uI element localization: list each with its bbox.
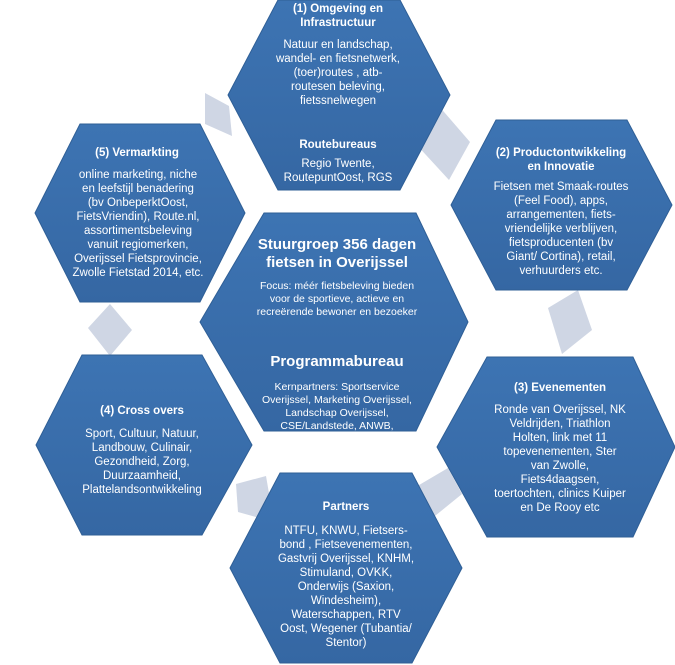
center-title: Stuurgroep 356 dagen fietsen in Overijss…	[257, 236, 417, 271]
connector-2-3	[548, 290, 592, 354]
hex5-title: (5) Vermarkting	[95, 147, 179, 159]
center-focus: Focus: méér fietsbeleving bieden voor de…	[256, 280, 418, 318]
hex3-title: (3) Evenementen	[513, 382, 607, 394]
connector-4-5	[88, 304, 132, 356]
hex4-body: Sport, Cultuur, Natuur, Landbouw, Culina…	[82, 428, 202, 496]
hexagon-center	[199, 212, 469, 432]
center-programme-title: Programmabureau	[270, 353, 404, 370]
hexagon-evenementen	[436, 356, 675, 538]
hex1-title: (1) Omgeving en Infrastructuur	[292, 3, 384, 29]
hex2-title: (2) Productontwikkeling en Innovatie	[495, 147, 627, 173]
hexagon-cross-overs	[35, 354, 253, 536]
hex1-sub-body: Regio Twente, RoutepuntOost, RGS	[283, 158, 393, 184]
hex4-title: (4) Cross overs	[100, 405, 184, 417]
hexagon-partners	[229, 472, 463, 664]
hex5-body: online marketing, niche en leefstijl ben…	[72, 169, 204, 279]
hexagon-vermarkting	[34, 123, 246, 303]
connector-5-1	[205, 93, 232, 136]
partners-title: Partners	[322, 501, 370, 513]
partners-body: NTFU, KNWU, Fietsers- bond , Fietsevenem…	[277, 525, 415, 649]
hex1-body: Natuur en landschap, wandel- en fietsnet…	[275, 39, 400, 107]
hex2-body: Fietsen met Smaak-routes (Feel Food), ap…	[493, 181, 629, 277]
hexagon-omgeving	[227, 0, 451, 191]
hexagon-productontwikkeling	[450, 119, 673, 291]
center-programme-body: Kernpartners: Sportservice Overijssel, M…	[262, 381, 412, 432]
hex1-sub-title: Routebureaus	[299, 139, 377, 151]
hex3-body: Ronde van Overijssel, NK Veldrijden, Tri…	[494, 404, 626, 514]
